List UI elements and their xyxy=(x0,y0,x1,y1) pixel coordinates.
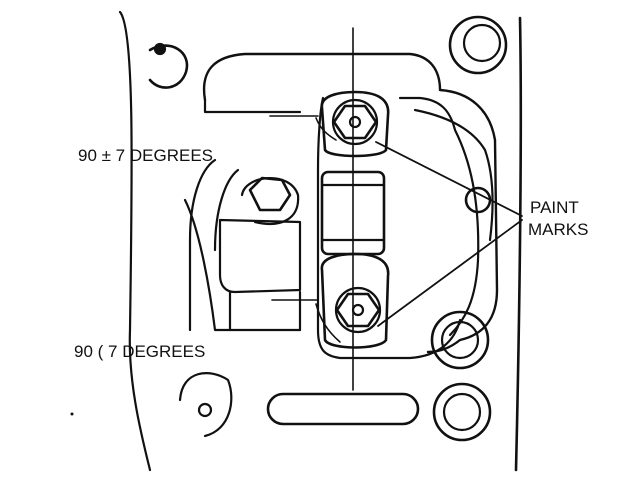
left-pipe xyxy=(188,158,217,332)
upper-left-hole-dot xyxy=(153,42,167,56)
bottom-slot xyxy=(266,392,420,426)
upper-bolt-center xyxy=(348,115,362,129)
mid-right-boss xyxy=(464,186,492,214)
gasket-ring xyxy=(413,108,494,242)
rod-upper-housing xyxy=(320,90,390,158)
upper-right-boss-inner xyxy=(462,23,502,63)
upper-angle-arc xyxy=(315,117,337,141)
rod-lower-housing xyxy=(320,252,390,349)
left-bolt-boss xyxy=(240,177,300,225)
lower-torque-label: 90 ( 7 DEGREES xyxy=(74,342,206,361)
left-bracket-lower xyxy=(228,290,302,332)
upper-right-boss-outer xyxy=(448,15,508,75)
lower-bolt-hex xyxy=(335,292,381,328)
bottom-right-boss-outer xyxy=(432,382,492,442)
lower-angle-arc xyxy=(315,303,341,343)
stray-dot xyxy=(70,412,74,416)
paint-leader-upper xyxy=(375,141,523,217)
paint-leader-lower xyxy=(377,219,523,327)
upper-bolt-hex xyxy=(332,104,378,140)
paint-label: PAINT xyxy=(530,198,579,217)
lower-bolt-center xyxy=(351,303,365,317)
gasket-inner xyxy=(398,96,480,337)
upper-torque-label: 90 ± 7 DEGREES xyxy=(78,146,213,165)
upper-left-hole xyxy=(148,44,189,89)
left-bracket-arm xyxy=(183,198,302,332)
lower-left-curve xyxy=(178,372,233,438)
left-pipe-2 xyxy=(213,168,240,252)
casting-outline xyxy=(118,10,152,472)
marks-label: MARKS xyxy=(528,220,589,239)
cover-outline xyxy=(202,52,499,354)
lower-right-boss-outer xyxy=(430,310,490,370)
lower-left-slot xyxy=(197,402,213,418)
lower-right-boss-inner xyxy=(440,320,480,360)
casting-outline-right xyxy=(514,16,523,472)
left-bolt-head xyxy=(248,176,292,212)
cover-outline-inner xyxy=(203,98,302,114)
left-bracket xyxy=(218,218,302,294)
bottom-right-boss-inner xyxy=(442,392,482,432)
